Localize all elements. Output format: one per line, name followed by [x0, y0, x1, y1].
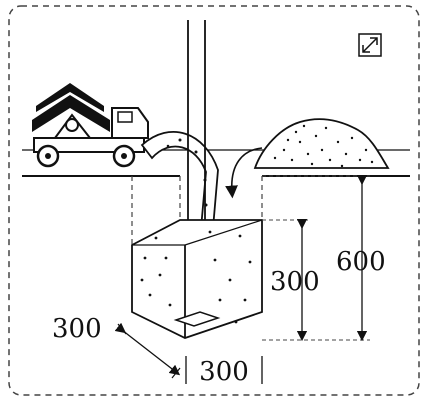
- label-width-side: 300: [52, 314, 102, 344]
- dimension-300-front: 300: [185, 356, 263, 387]
- concrete-mixer-truck-icon: [32, 83, 149, 168]
- label-depth-total: 600: [336, 247, 386, 277]
- fill-arrow: [225, 147, 263, 199]
- diagram-frame: [8, 5, 420, 396]
- concrete-block: [131, 219, 263, 339]
- aggregate-pile: [253, 118, 390, 169]
- label-depth-concrete: 300: [270, 267, 320, 297]
- label-width-front: 300: [199, 357, 249, 387]
- excavation-outline: [131, 176, 263, 245]
- dimension-300-depth: 300: [262, 218, 320, 342]
- dimension-600: 600: [262, 174, 386, 342]
- expand-diagonal-icon[interactable]: [358, 33, 382, 57]
- dimension-300-side: 300: [52, 314, 181, 379]
